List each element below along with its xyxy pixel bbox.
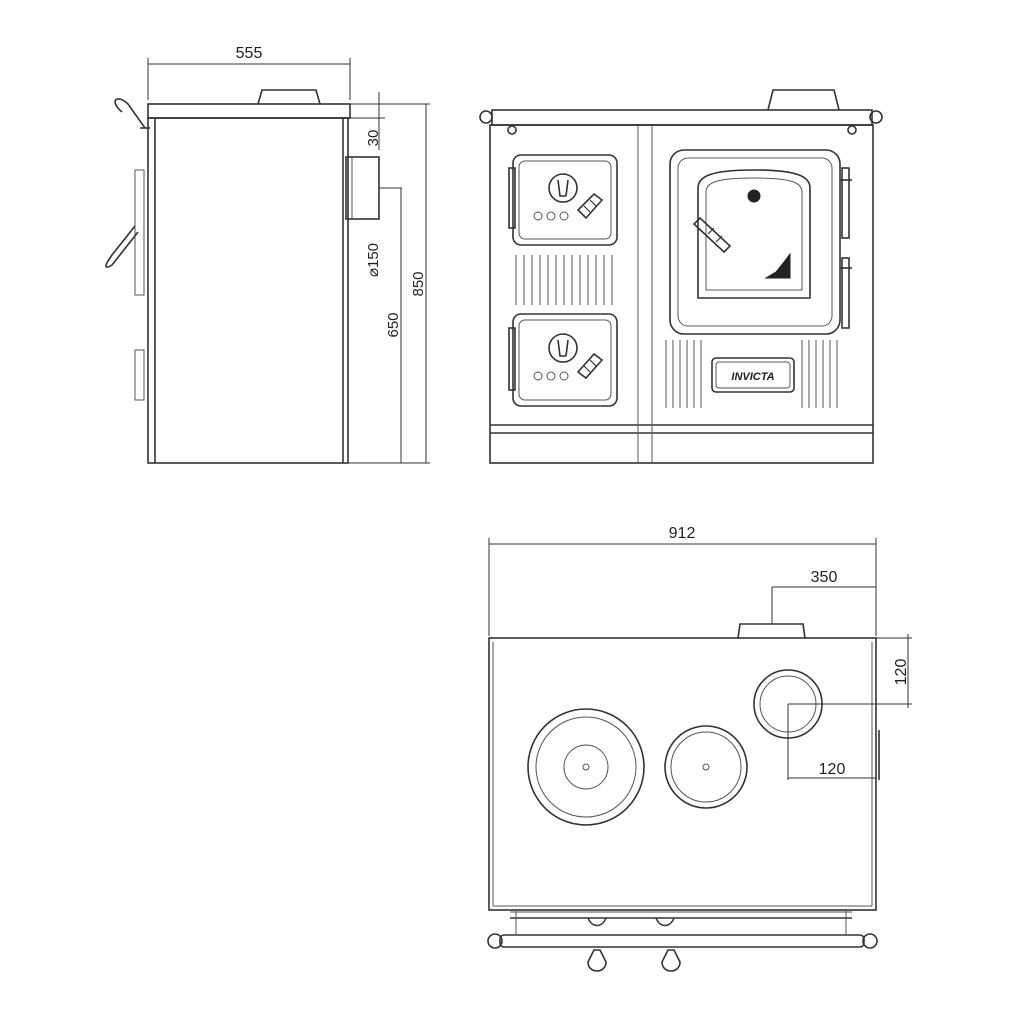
- top-flue-cap: [737, 623, 806, 639]
- large-hotplate: [527, 708, 645, 826]
- dim-flue-side-label: 120: [819, 761, 846, 778]
- oven-window: [697, 169, 811, 299]
- side-flue-spigot: [345, 156, 380, 220]
- front-body: [489, 124, 874, 464]
- brand-badge-text: INVICTA: [731, 371, 774, 383]
- dim-top-width-label: 912: [669, 525, 696, 542]
- side-hob-plate: [147, 103, 351, 119]
- upper-door-handle: [576, 192, 604, 220]
- ash-pan-door: [508, 313, 618, 407]
- dim-flue-diameter-label: ⌀150: [365, 243, 382, 277]
- right-louvre-grille: [665, 340, 838, 408]
- front-view: INVICTA: [479, 89, 883, 464]
- oven-handle: [692, 216, 732, 254]
- brand-badge: INVICTA: [711, 357, 795, 393]
- dim-flue-offset-label: 350: [811, 569, 838, 586]
- upper-firebox-door: [508, 154, 618, 246]
- dim-total-height-label: 850: [410, 271, 427, 296]
- lower-door-handle: [576, 352, 604, 380]
- oven-door: [669, 149, 852, 335]
- top-view: 912 350 120 120: [487, 525, 912, 972]
- side-view: 555 30 ⌀150 650 850: [105, 45, 430, 464]
- dim-width-label: 555: [236, 45, 263, 62]
- lower-air-vent: [548, 333, 578, 363]
- upper-air-vent: [548, 173, 578, 203]
- front-hob-plate: [491, 109, 873, 126]
- side-lever: [105, 225, 139, 268]
- dim-flue-depth-label: 120: [893, 659, 910, 686]
- towel-rail: [487, 910, 878, 972]
- oven-thermometer: [747, 189, 761, 203]
- side-body: [147, 117, 349, 464]
- small-hotplate: [664, 725, 748, 809]
- dim-top-label: 30: [365, 130, 382, 147]
- side-handle: [114, 98, 146, 129]
- top-body: [488, 637, 877, 911]
- left-louvre-grille: [515, 255, 613, 305]
- dim-flue-height-label: 650: [385, 312, 402, 337]
